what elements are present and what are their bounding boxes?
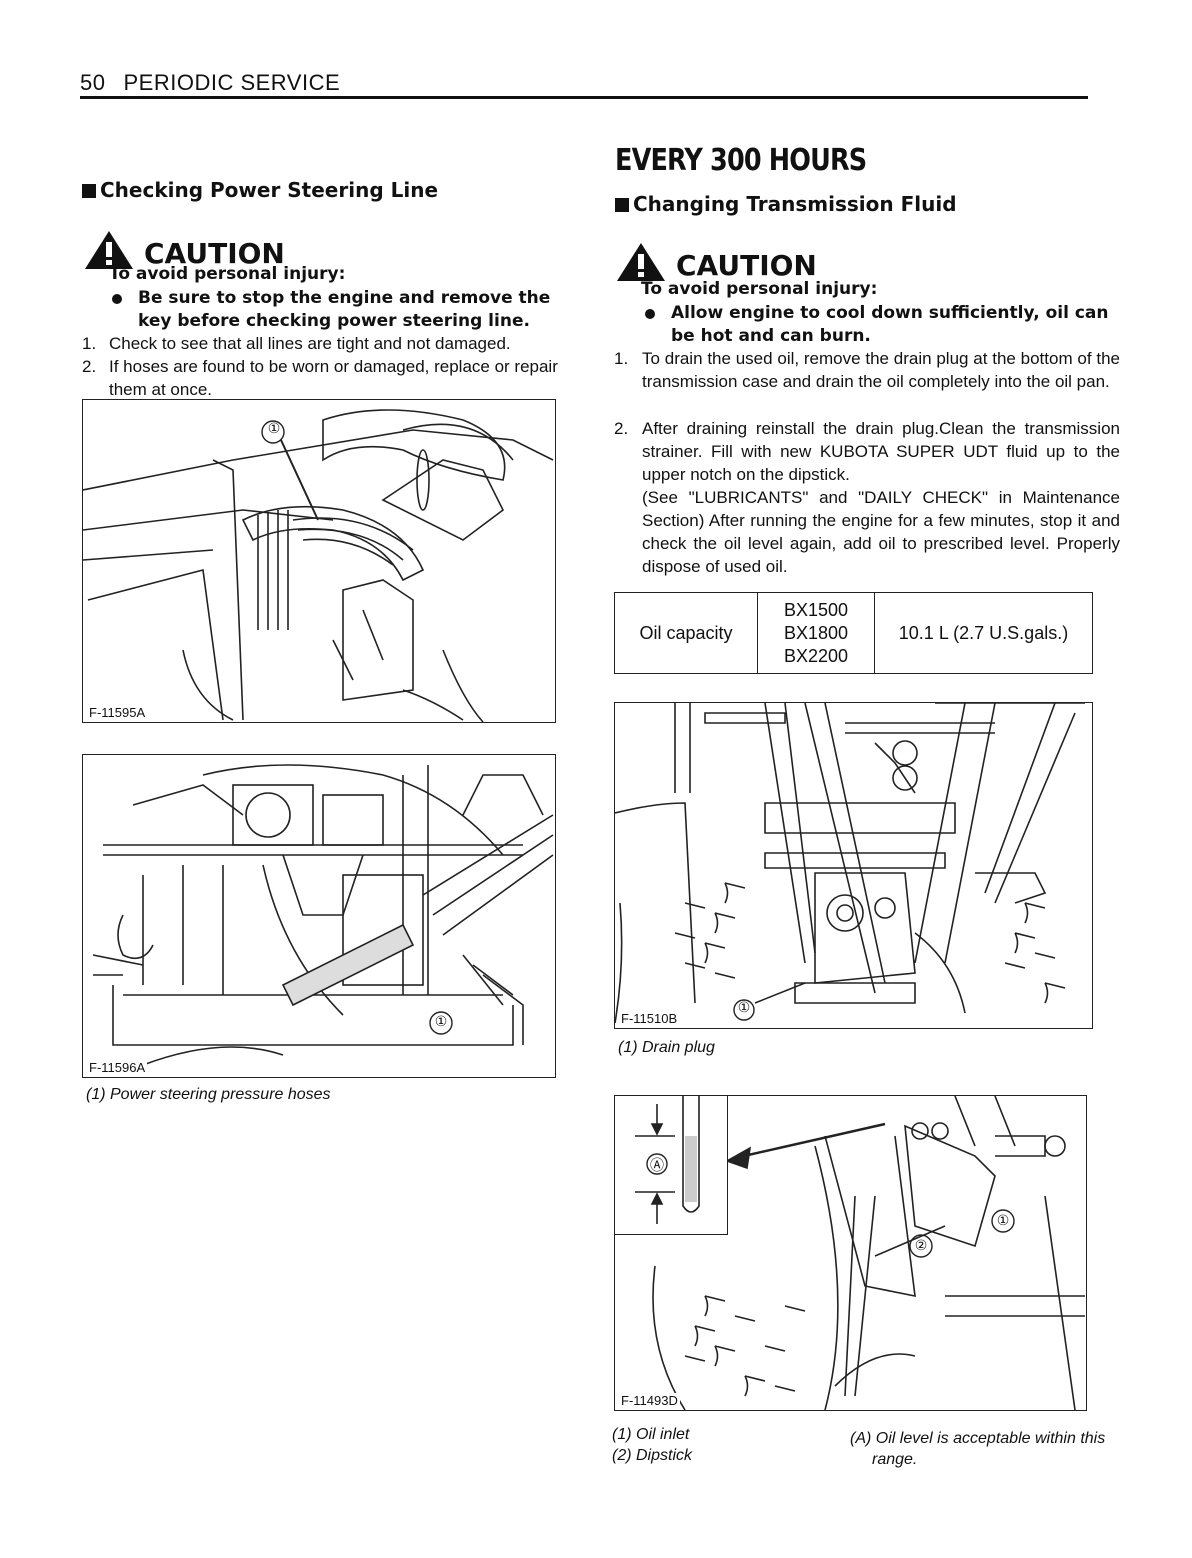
- section-title: PERIODIC SERVICE: [123, 70, 341, 95]
- bullet-dot-icon: [645, 309, 655, 319]
- left-section-title: Checking Power Steering Line: [82, 178, 438, 202]
- left-bullet: Be sure to stop the engine and remove th…: [112, 287, 588, 333]
- right-caution-sub: To avoid personal injury:: [641, 279, 878, 299]
- dipstick-illustration: [652, 1096, 1085, 1410]
- engine-hoses-illustration: [92, 764, 554, 1066]
- square-bullet-icon: [615, 198, 629, 212]
- tractor-steering-illustration: [83, 409, 554, 722]
- fig4-callout-2: ②: [914, 1237, 928, 1253]
- right-step-2: 2. After draining reinstall the drain pl…: [614, 417, 1120, 578]
- every-heading: EVERY 300 HOURS: [615, 143, 867, 178]
- right-caution: CAUTION: [616, 242, 817, 282]
- warning-triangle-icon: [617, 243, 665, 281]
- figure-code: F-11493D: [619, 1393, 680, 1408]
- right-step-1: 1. To drain the used oil, remove the dra…: [614, 347, 1120, 393]
- table-models: BX1500 BX1800 BX2200: [757, 592, 875, 674]
- left-caption: (1) Power steering pressure hoses: [86, 1086, 331, 1103]
- page-header: 50 PERIODIC SERVICE: [80, 70, 340, 96]
- figure-power-steering-hoses: ① F-11596A: [82, 754, 556, 1078]
- right-section-title: Changing Transmission Fluid: [615, 192, 957, 216]
- right-bullet-text: Allow engine to cool down sufficiently, …: [671, 303, 1109, 346]
- square-bullet-icon: [82, 184, 96, 198]
- oil-capacity-table: Oil capacity BX1500 BX1800 BX2200 10.1 L…: [614, 592, 1093, 674]
- caution-label: CAUTION: [144, 237, 285, 270]
- left-step-1: 1. Check to see that all lines are tight…: [82, 332, 584, 355]
- figure-drain-plug: ① F-11510B: [614, 702, 1093, 1029]
- step-number: 1.: [82, 334, 97, 353]
- table-label: Oil capacity: [614, 592, 758, 674]
- page-number: 50: [80, 70, 106, 95]
- step-number: 1.: [614, 349, 629, 368]
- dipstick-inset: Ⓐ: [615, 1096, 728, 1235]
- fig2-callout: ①: [434, 1013, 448, 1029]
- left-caution: CAUTION: [84, 230, 285, 270]
- right-section-title-text: Changing Transmission Fluid: [633, 192, 957, 216]
- left-section-title-text: Checking Power Steering Line: [100, 178, 439, 202]
- fig4-callout-a: Ⓐ: [650, 1157, 664, 1173]
- figure-code: F-11510B: [619, 1011, 680, 1026]
- caption-dipstick: (2) Dipstick: [612, 1447, 693, 1464]
- figure-code: F-11595A: [87, 705, 148, 720]
- transmission-underside-illustration: [615, 703, 1085, 1024]
- dipstick-range-diagram: [635, 1096, 700, 1224]
- model-name: BX1800: [783, 622, 849, 643]
- step-text: If hoses are found to be worn or damaged…: [109, 357, 558, 399]
- figure-dipstick: Ⓐ ① ② F-11493D: [614, 1095, 1087, 1411]
- fig3-callout: ①: [737, 999, 751, 1015]
- left-caution-sub: To avoid personal injury:: [109, 264, 346, 284]
- step-text: To drain the used oil, remove the drain …: [642, 349, 1120, 391]
- step-number: 2.: [614, 419, 629, 438]
- figure-code: F-11596A: [87, 1060, 148, 1075]
- bullet-dot-icon: [112, 294, 122, 304]
- right-bullet: Allow engine to cool down sufficiently, …: [645, 302, 1116, 348]
- fig3-caption: (1) Drain plug: [618, 1039, 715, 1056]
- caption-oil-inlet: (1) Oil inlet: [612, 1426, 690, 1443]
- left-step-2: 2. If hoses are found to be worn or dama…: [82, 355, 584, 401]
- left-bullet-text: Be sure to stop the engine and remove th…: [138, 288, 551, 331]
- model-name: BX2200: [783, 645, 849, 666]
- header-rule: [80, 96, 1088, 99]
- fig4-captions: (1) Oil inlet (2) Dipstick: [612, 1424, 692, 1466]
- table-value: 10.1 L (2.7 U.S.gals.): [874, 592, 1093, 674]
- fig1-callout: ①: [267, 420, 281, 436]
- step-text-extra: (See "LUBRICANTS" and "DAILY CHECK" in M…: [642, 488, 1120, 576]
- caption-oil-level: (A) Oil level is acceptable within this …: [850, 1430, 1106, 1468]
- step-text: After draining reinstall the drain plug.…: [642, 419, 1120, 484]
- step-number: 2.: [82, 357, 97, 376]
- warning-triangle-icon: [85, 231, 133, 269]
- step-text: Check to see that all lines are tight an…: [109, 334, 511, 353]
- figure-power-steering-line: ① F-11595A: [82, 399, 556, 723]
- model-name: BX1500: [783, 599, 849, 620]
- fig4-callout-1: ①: [996, 1212, 1010, 1228]
- caution-label: CAUTION: [676, 249, 817, 282]
